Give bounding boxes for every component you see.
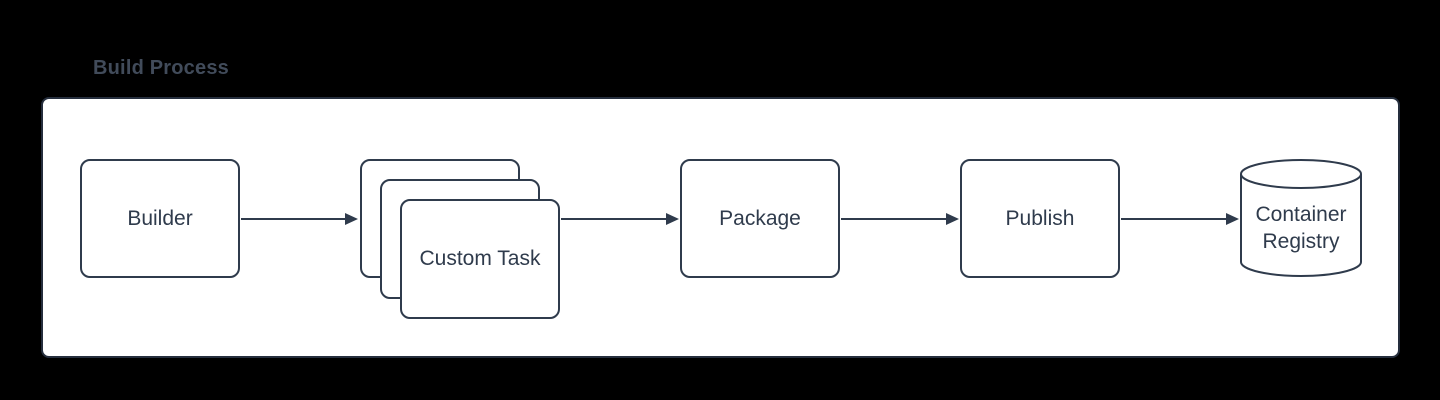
node-container-registry[interactable]: Container Registry (1240, 159, 1362, 278)
arrowhead-icon (946, 212, 959, 225)
arrowhead-icon (1226, 212, 1239, 225)
node-package-label: Package (719, 206, 801, 230)
arrow-shaft (241, 217, 345, 220)
node-custom-task-label: Custom Task (419, 247, 541, 270)
arrowhead-icon (345, 212, 358, 225)
arrow-builder-to-custom-task (241, 212, 358, 225)
arrow-custom-task-to-package (561, 212, 679, 225)
label-line-1: Container (1255, 202, 1347, 226)
node-package[interactable]: Package (680, 159, 840, 278)
arrow-shaft (1121, 217, 1226, 220)
arrow-shaft (841, 217, 946, 220)
arrowhead-icon (666, 212, 679, 225)
arrow-shaft (561, 217, 666, 220)
node-container-registry-label: Container Registry (1240, 159, 1362, 278)
node-builder-label: Builder (127, 206, 193, 230)
arrow-publish-to-container-registry (1121, 212, 1239, 225)
diagram-title: Build Process (93, 57, 229, 79)
database-cylinder-icon (1240, 159, 1362, 277)
node-publish-label: Publish (1005, 206, 1075, 230)
stack-card-front[interactable]: Custom Task (400, 199, 560, 319)
node-publish[interactable]: Publish (960, 159, 1120, 278)
node-builder[interactable]: Builder (80, 159, 240, 278)
label-line-2: Registry (1262, 229, 1340, 253)
arrow-package-to-publish (841, 212, 959, 225)
